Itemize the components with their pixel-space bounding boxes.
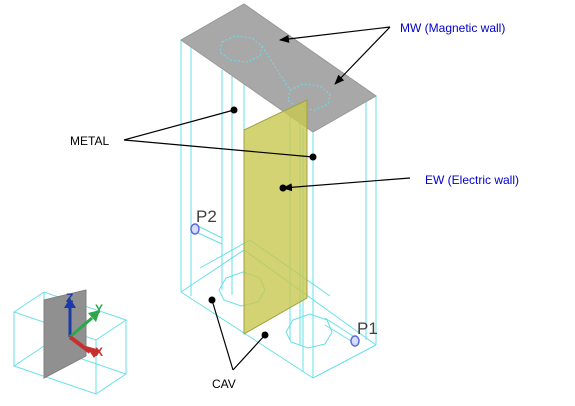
magnetic-wall: [180, 3, 377, 133]
top-octagon-left: [219, 35, 263, 63]
axis-label-x: X: [95, 345, 103, 359]
port-p2: [190, 223, 200, 235]
y-axis-arrow: [69, 316, 93, 339]
label-p2: P2: [196, 207, 217, 226]
label-p1: P1: [357, 319, 378, 338]
x-axis-arrow: [68, 335, 92, 354]
leader-lines: [123, 26, 411, 371]
label-ew: EW (Electric wall): [425, 173, 519, 187]
axis-label-y: Y: [95, 302, 103, 316]
label-mw: MW (Magnetic wall): [400, 21, 505, 35]
label-metal: METAL: [70, 134, 109, 148]
electric-wall: [243, 99, 308, 335]
orientation-plane: [43, 289, 87, 379]
axis-label-z: Z: [66, 291, 73, 305]
label-cav: CAV: [212, 377, 236, 391]
orientation-widget: Z Y X: [12, 289, 128, 395]
top-octagon-right: [287, 83, 331, 111]
port-p1: [350, 335, 360, 347]
